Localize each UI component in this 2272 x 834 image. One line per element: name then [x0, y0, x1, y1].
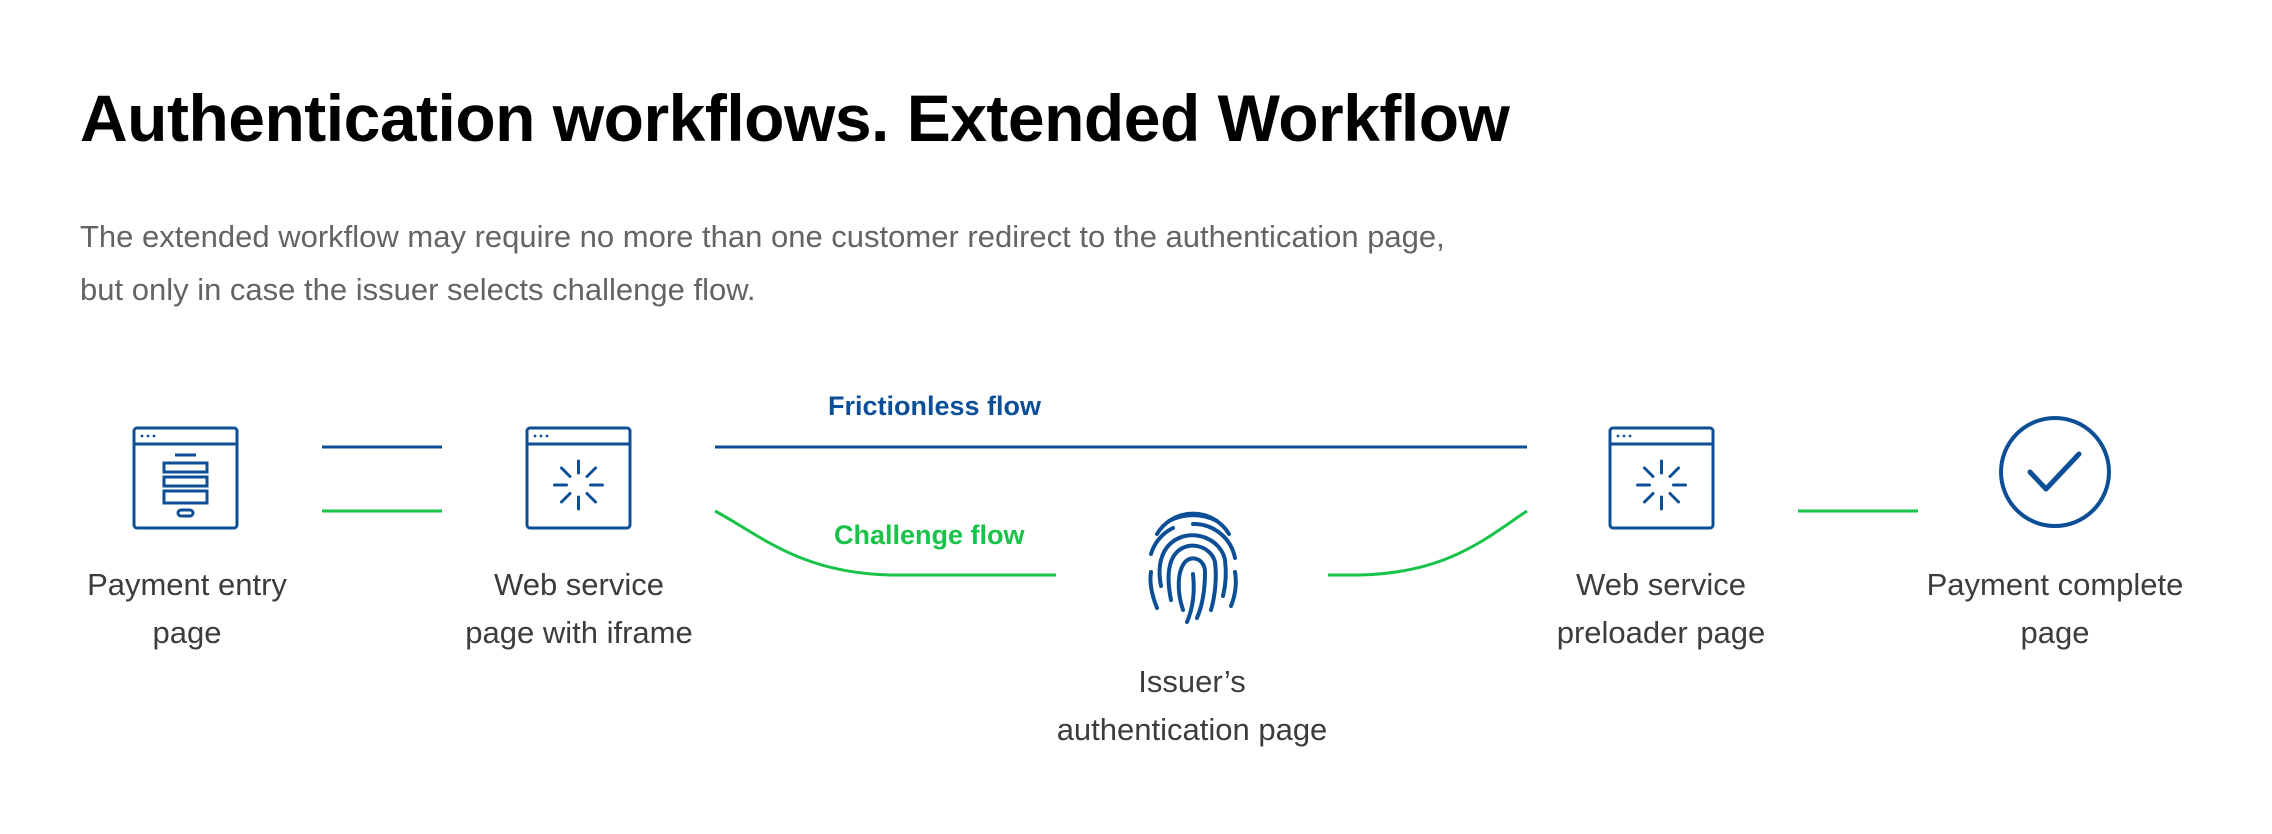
challenge-curve-in: [714, 509, 1056, 577]
payment-form-window-icon: [132, 426, 239, 530]
step-label-issuer-authentication: Issuer’s authentication page: [1032, 658, 1352, 754]
frictionless-flow-label: Frictionless flow: [828, 391, 1042, 421]
challenge-connectors: [322, 509, 1918, 577]
description-line-2: but only in case the issuer selects chal…: [80, 272, 756, 307]
description-line-1: The extended workflow may require no mor…: [80, 219, 1445, 254]
step-label-line: Issuer’s: [1138, 664, 1246, 699]
step-label-line: page: [152, 615, 222, 650]
page-title: Authentication workflows. Extended Workf…: [80, 81, 1510, 155]
step-label-line: page: [2020, 615, 2090, 650]
step-label-line: Web service: [494, 567, 664, 602]
loading-window-icon: [1608, 426, 1715, 530]
challenge-flow-label: Challenge flow: [834, 520, 1025, 550]
step-label-line: authentication page: [1056, 712, 1328, 747]
step-label-line: preloader page: [1556, 615, 1766, 650]
step-label-payment-complete: Payment complete page: [1895, 561, 2215, 657]
step-label-line: Payment entry: [87, 567, 287, 602]
step-label-web-service-preloader: Web service preloader page: [1501, 561, 1821, 657]
step-label-payment-entry: Payment entry page: [27, 561, 347, 657]
step-label-line: page with iframe: [465, 615, 693, 650]
step-label-line: Payment complete: [1926, 567, 2184, 602]
step-label-web-service-iframe: Web service page with iframe: [419, 561, 739, 657]
step-label-line: Web service: [1576, 567, 1746, 602]
loading-window-icon: [525, 426, 632, 530]
checkmark-circle-icon: [1999, 416, 2111, 528]
challenge-curve-out: [1328, 509, 1528, 577]
description: The extended workflow may require no mor…: [80, 210, 1780, 316]
fingerprint-icon: [1148, 511, 1238, 624]
